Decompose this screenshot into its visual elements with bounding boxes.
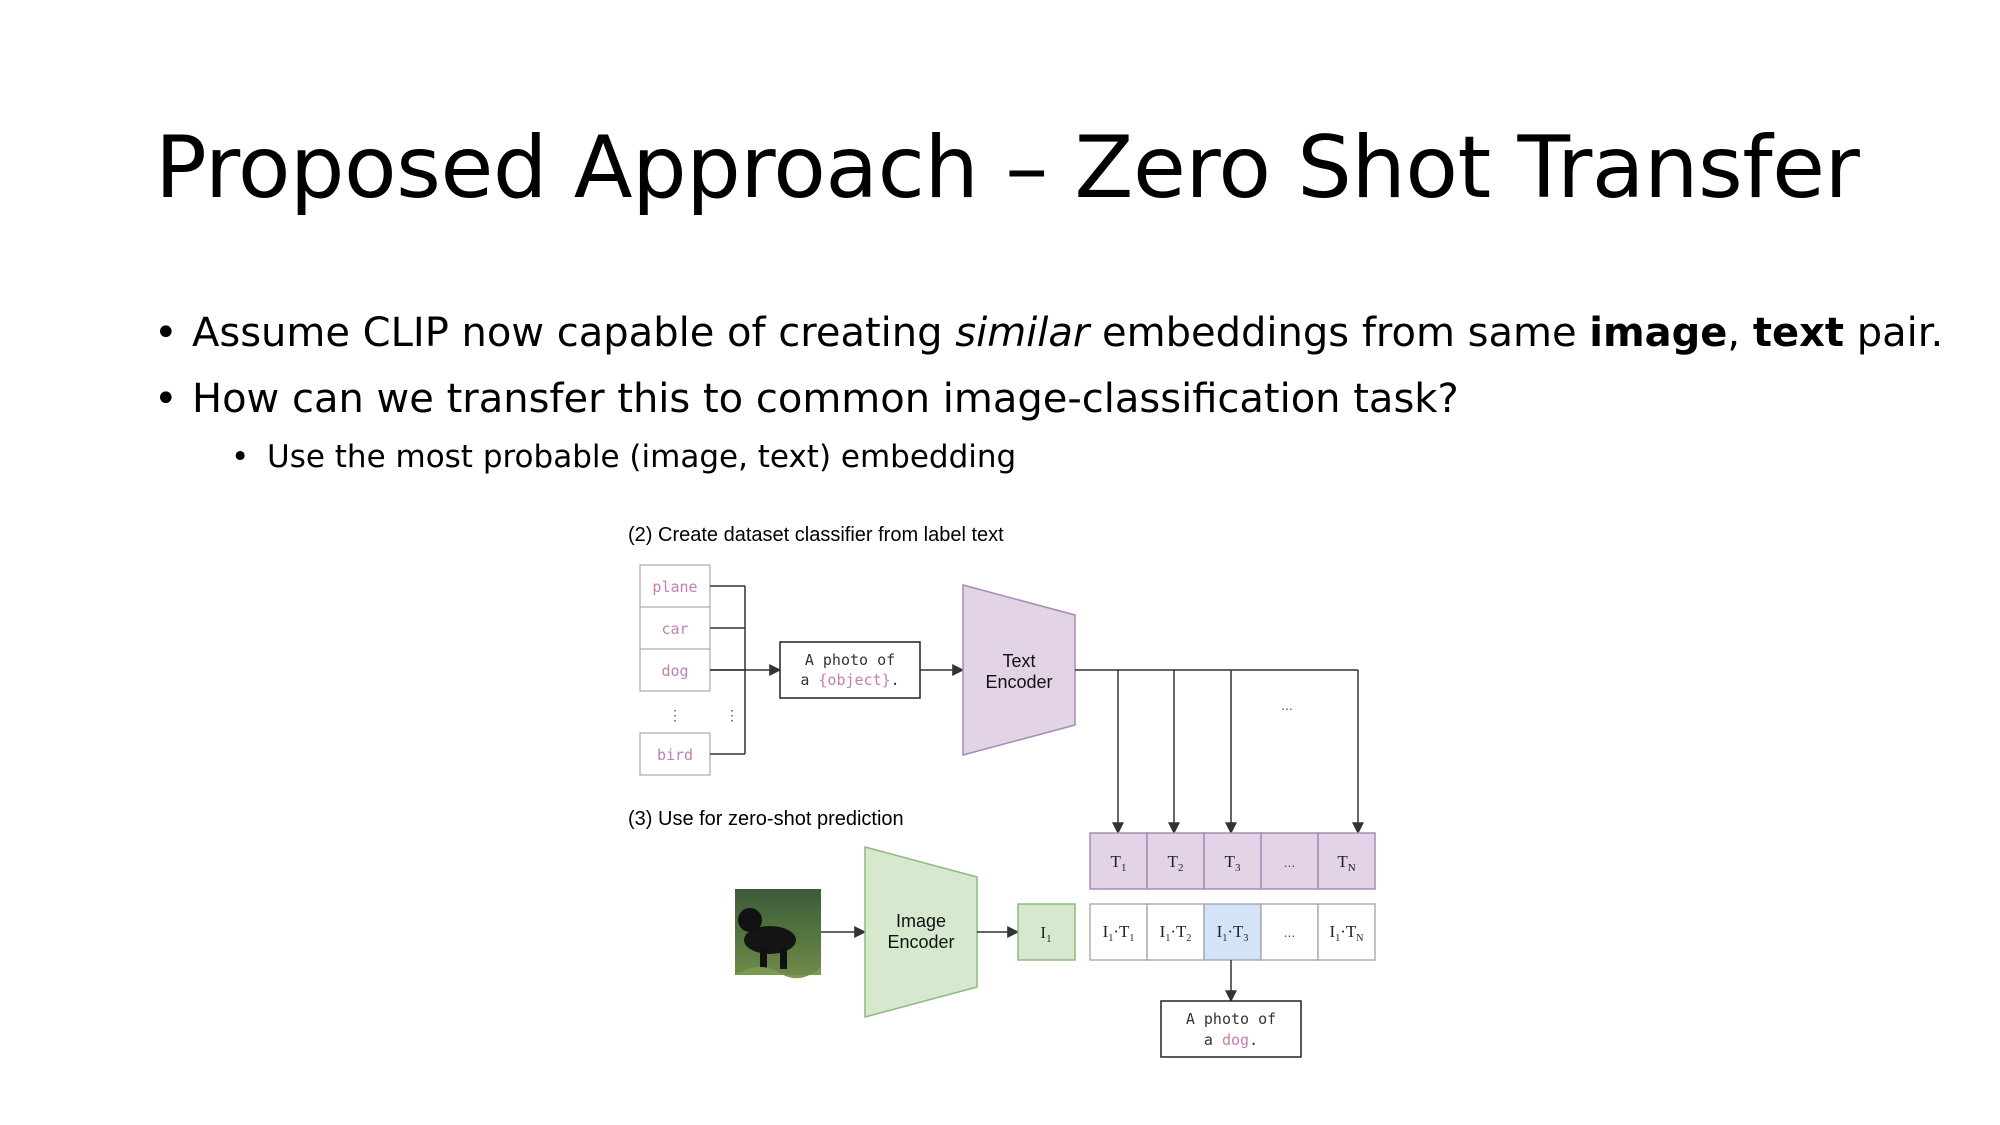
label-car: car [661, 620, 688, 638]
dot-product-cell [1317, 903, 1376, 961]
text-embedding-cell [1203, 832, 1262, 890]
image-encoder-label-2: Encoder [887, 932, 954, 952]
bullet1-text-a: Assume CLIP now capable of creating [192, 310, 956, 356]
image-encoder [864, 846, 978, 1018]
label-box-dog [639, 648, 711, 692]
prompt-template-box [779, 641, 921, 699]
result-prefix: a [1204, 1031, 1222, 1049]
dot-product-cell [1203, 903, 1262, 961]
image-embedding-sub: 1 [1046, 933, 1052, 945]
text-embedding-cell [1317, 832, 1376, 890]
text-embedding-cell [1089, 832, 1148, 890]
bullet1-comma: , [1727, 310, 1753, 356]
dot-product-cell [1146, 903, 1205, 961]
label-dog: dog [661, 662, 688, 680]
text-embedding-label: T1 [1111, 852, 1127, 874]
result-word: dog [1222, 1031, 1249, 1049]
step2-title: (2) Create dataset classifier from label… [628, 524, 1004, 546]
dog-photo [735, 889, 821, 979]
template-line2: a {object}. [800, 671, 899, 689]
template-placeholder: {object} [818, 671, 890, 689]
image-encoder-label-1: Image [896, 911, 946, 931]
step3-title: (3) Use for zero-shot prediction [628, 808, 904, 830]
bullet1-bold-image: image [1589, 310, 1728, 356]
image-embedding-box [1017, 903, 1076, 961]
bullet1-bold-text: text [1752, 310, 1845, 356]
bullet-how-transfer: How can we transfer this to common image… [150, 366, 1943, 432]
template-line1: A photo of [805, 651, 895, 669]
dot-product-label: I1·T3 [1217, 922, 1249, 944]
text-encoder-label-1: Text [1002, 651, 1035, 671]
label-list: plane car dog ⋮ ⋮ bird [639, 564, 739, 776]
label-ellipsis: ⋮ [668, 707, 682, 723]
result-suffix: . [1249, 1031, 1258, 1049]
template-prefix: a [800, 671, 818, 689]
bullet1-text-c: pair. [1844, 310, 1944, 356]
result-line1: A photo of [1186, 1010, 1276, 1028]
bracket-ellipsis: ⋮ [725, 707, 739, 723]
text-embedding-cell [1146, 832, 1205, 890]
bullet1-text-b: embeddings from same [1089, 310, 1590, 356]
text-encoder-label-2: Encoder [985, 672, 1052, 692]
label-box-bird [639, 732, 711, 776]
text-embedding-label: T2 [1168, 852, 1184, 874]
label-plane: plane [652, 578, 697, 596]
image-embedding-base: I [1040, 923, 1046, 942]
slide-title: Proposed Approach – Zero Shot Transfer [155, 118, 1860, 218]
dot-product-label: I1·T2 [1160, 922, 1192, 944]
dot-product-cell [1089, 903, 1148, 961]
dot-product-label: I1·TN [1330, 922, 1364, 944]
result-line2: a dog. [1204, 1031, 1258, 1049]
image-embedding-label: I1 [1040, 923, 1051, 945]
text-embedding-label: ... [1284, 854, 1296, 870]
branch-ellipsis: ... [1281, 697, 1293, 713]
dot-product-label: ... [1284, 924, 1296, 940]
dot-product-cell [1260, 903, 1319, 961]
template-suffix: . [891, 671, 900, 689]
dot-product-label: I1·T1 [1103, 922, 1135, 944]
dot-product-row: I1·T1 I1·T2 I1·T3... I1·TN [1089, 903, 1376, 961]
label-bird: bird [657, 746, 693, 764]
text-encoder [962, 584, 1076, 756]
sub-bullet-most-probable: Use the most probable (image, text) embe… [225, 432, 1943, 482]
clip-zero-shot-diagram: (2) Create dataset classifier from label… [628, 524, 1376, 1058]
text-embedding-row: T1 T2 T3... TN [1089, 832, 1376, 890]
bullet1-italic: similar [955, 310, 1090, 356]
result-box [1160, 1000, 1302, 1058]
text-embedding-label: T3 [1225, 852, 1241, 874]
text-embedding-label: TN [1337, 852, 1355, 874]
bullet-list: Assume CLIP now capable of creating simi… [150, 300, 1943, 482]
bullet-assume-clip: Assume CLIP now capable of creating simi… [150, 300, 1943, 366]
label-box-plane [639, 564, 711, 608]
